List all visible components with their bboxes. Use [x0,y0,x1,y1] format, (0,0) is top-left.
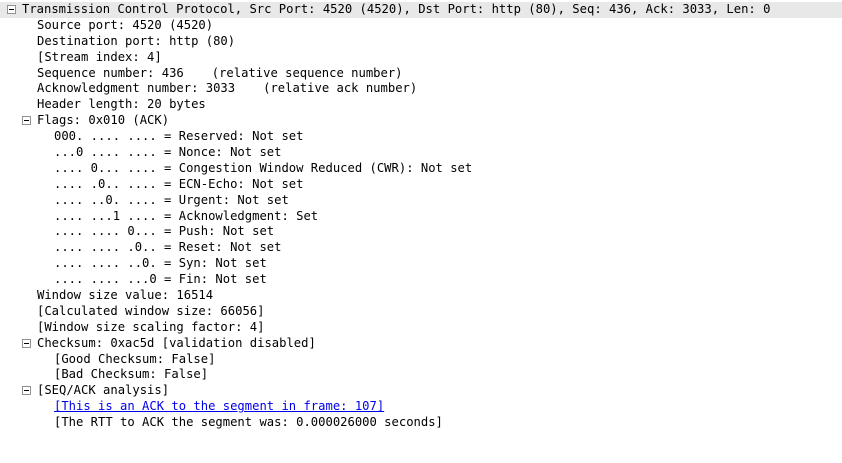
flag-line: .... ...1 .... = Acknowledgment: Set [54,208,319,223]
tree-row-flag-urgent[interactable]: .... ..0. .... = Urgent: Not set [0,193,842,209]
tree-row-flag-syn[interactable]: .... .... ..0. = Syn: Not set [0,256,842,272]
checksum-label: Checksum: 0xac5d [validation disabled] [37,335,316,350]
tree-row-checksum[interactable]: Checksum: 0xac5d [validation disabled] [0,336,842,352]
collapse-icon[interactable] [22,116,31,126]
tree-row-stream-index[interactable]: [Stream index: 4] [0,50,842,66]
flag-line: .... .... 0... = Push: Not set [54,224,275,239]
tree-row-flag-ecn-echo[interactable]: .... .0.. .... = ECN-Echo: Not set [0,177,842,193]
flag-line: ...0 .... .... = Nonce: Not set [54,145,282,160]
ack-number-text: Acknowledgment number: 3033 (relative ack… [37,81,417,97]
tree-row-source-port[interactable]: Source port: 4520 (4520) [0,18,842,34]
destination-port-label: Destination port: http (80) [37,33,236,48]
tree-row-flag-reserved[interactable]: 000. .... .... = Reserved: Not set [0,129,842,145]
seq-ack-analysis-label: [SEQ/ACK analysis] [37,383,170,398]
tree-row-ack-number[interactable]: Acknowledgment number: 3033 (relative ack… [0,81,842,97]
tree-row-good-checksum[interactable]: [Good Checksum: False] [0,352,842,368]
packet-details-tree: Transmission Control Protocol, Src Port:… [0,2,842,431]
tree-row-flags[interactable]: Flags: 0x010 (ACK) [0,113,842,129]
tree-row-destination-port[interactable]: Destination port: http (80) [0,34,842,50]
flag-line: .... ..0. .... = Urgent: Not set [54,192,289,207]
flag-line: .... .0.. .... = ECN-Echo: Not set [54,176,304,191]
tree-row-window-size-value[interactable]: Window size value: 16514 [0,288,842,304]
tcp-header-label: Transmission Control Protocol, Src Port:… [22,2,771,16]
tree-row-flag-fin[interactable]: .... .... ...0 = Fin: Not set [0,272,842,288]
sequence-number-label: Sequence number: 436 [37,65,184,80]
tree-row-bad-checksum[interactable]: [Bad Checksum: False] [0,367,842,383]
flag-line: .... .... ..0. = Syn: Not set [54,256,267,271]
stream-index-label: [Stream index: 4] [37,49,162,64]
source-port-label: Source port: 4520 (4520) [37,17,214,32]
tree-row-tcp[interactable]: Transmission Control Protocol, Src Port:… [0,2,842,18]
tree-row-flag-acknowledgment[interactable]: .... ...1 .... = Acknowledgment: Set [0,209,842,225]
ack-number-label: Acknowledgment number: 3033 [37,81,236,96]
header-length-label: Header length: 20 bytes [37,97,206,112]
tree-row-ack-segment[interactable]: [This is an ACK to the segment in frame:… [0,399,842,415]
collapse-icon[interactable] [7,5,16,14]
tree-row-flag-nonce[interactable]: ...0 .... .... = Nonce: Not set [0,145,842,161]
window-scaling-factor-label: [Window size scaling factor: 4] [37,319,265,334]
tree-row-calculated-window-size[interactable]: [Calculated window size: 66056] [0,304,842,320]
bad-checksum-label: [Bad Checksum: False] [54,367,209,382]
tree-row-window-scaling-factor[interactable]: [Window size scaling factor: 4] [0,320,842,336]
tree-row-seq-ack-analysis[interactable]: [SEQ/ACK analysis] [0,383,842,399]
tree-row-flag-push[interactable]: .... .... 0... = Push: Not set [0,224,842,240]
collapse-icon[interactable] [22,338,31,348]
flag-line: .... .... ...0 = Fin: Not set [54,272,267,287]
ack-segment-link[interactable]: [This is an ACK to the segment in frame:… [54,399,385,414]
flag-line: .... 0... .... = Congestion Window Reduc… [54,160,473,175]
flags-label: Flags: 0x010 (ACK) [37,113,170,128]
ack-number-note: (relative ack number) [263,81,418,96]
good-checksum-label: [Good Checksum: False] [54,351,216,366]
flag-line: .... .... .0.. = Reset: Not set [54,240,282,255]
tree-row-flag-cwr[interactable]: .... 0... .... = Congestion Window Reduc… [0,161,842,177]
tree-row-header-length[interactable]: Header length: 20 bytes [0,97,842,113]
calculated-window-size-label: [Calculated window size: 66056] [37,303,265,318]
flag-line: 000. .... .... = Reserved: Not set [54,129,304,144]
tree-row-flag-reset[interactable]: .... .... .0.. = Reset: Not set [0,240,842,256]
tree-row-sequence-number[interactable]: Sequence number: 436 (relative sequence n… [0,66,842,82]
tree-row-rtt[interactable]: [The RTT to ACK the segment was: 0.00002… [0,415,842,431]
window-size-value-label: Window size value: 16514 [37,288,214,303]
rtt-label: [The RTT to ACK the segment was: 0.00002… [54,415,443,430]
sequence-number-text: Sequence number: 436 (relative sequence n… [37,66,403,82]
collapse-icon[interactable] [22,386,31,396]
sequence-number-note: (relative sequence number) [211,65,403,80]
